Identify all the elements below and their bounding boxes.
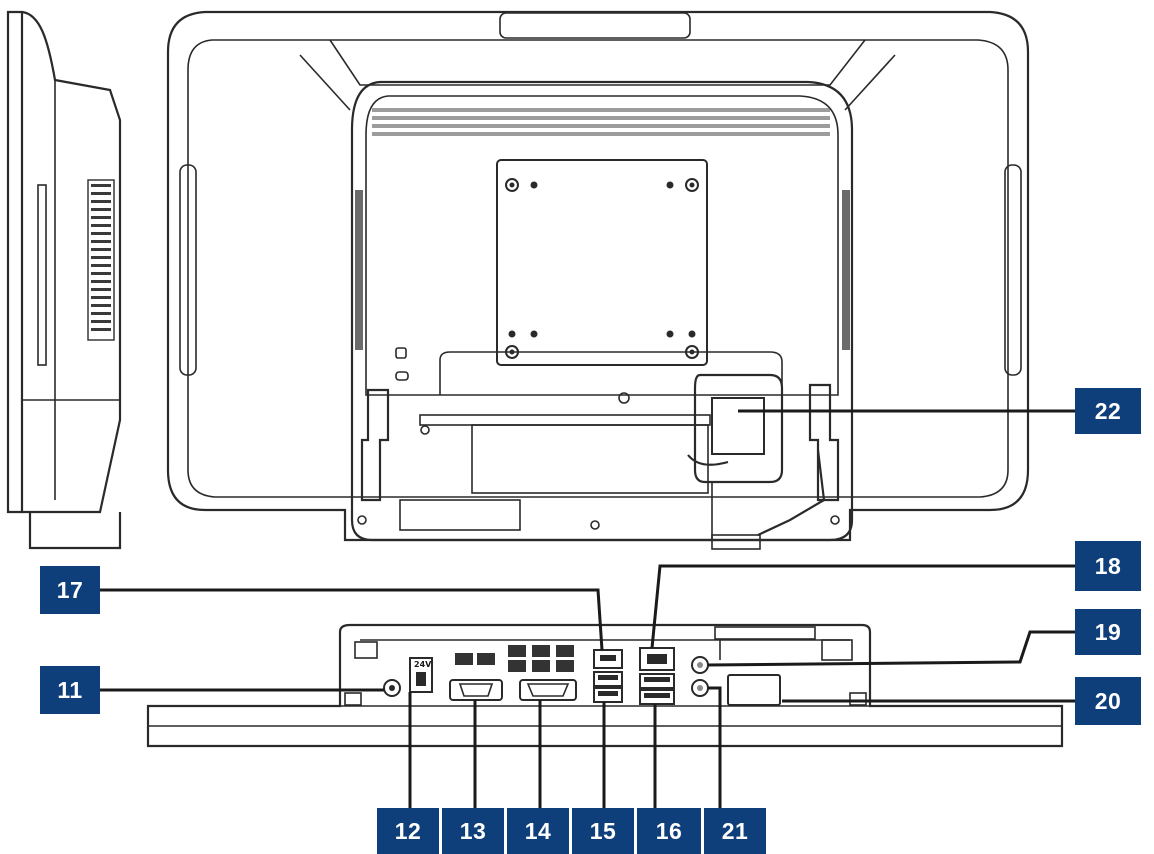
callout-17: 17 [40, 566, 100, 614]
label-plate [727, 674, 781, 706]
vga-port [519, 679, 577, 701]
bottom-view: 24V [146, 623, 1064, 748]
callout-14: 14 [507, 808, 569, 854]
callout-16: 16 [637, 808, 701, 854]
dc-power-jack: 24V [409, 657, 433, 693]
bottom-vent-blocks [455, 645, 574, 672]
callout-15: 15 [572, 808, 634, 854]
callout-12: 12 [377, 808, 439, 854]
callout-22: 22 [1075, 388, 1141, 434]
callout-19: 19 [1075, 609, 1141, 655]
side-view [6, 10, 122, 550]
usb-ports-left [593, 649, 623, 703]
ethernet-and-usb-right [639, 647, 675, 705]
callout-11: 11 [40, 666, 100, 714]
leader-lines [100, 409, 1075, 818]
vesa-plate [496, 159, 708, 366]
vesa-screws [505, 178, 699, 359]
callout-21: 21 [704, 808, 766, 854]
callout-13: 13 [442, 808, 504, 854]
serial-com-port [449, 679, 503, 701]
voltage-label: 24V [414, 660, 432, 669]
side-vents [355, 190, 850, 350]
side-vent-grille [91, 184, 111, 331]
callout-20: 20 [1075, 677, 1141, 725]
cable-management-clip [687, 373, 826, 550]
callout-18: 18 [1075, 541, 1141, 591]
rear-view [166, 10, 1030, 550]
top-vent-grille [372, 108, 830, 136]
